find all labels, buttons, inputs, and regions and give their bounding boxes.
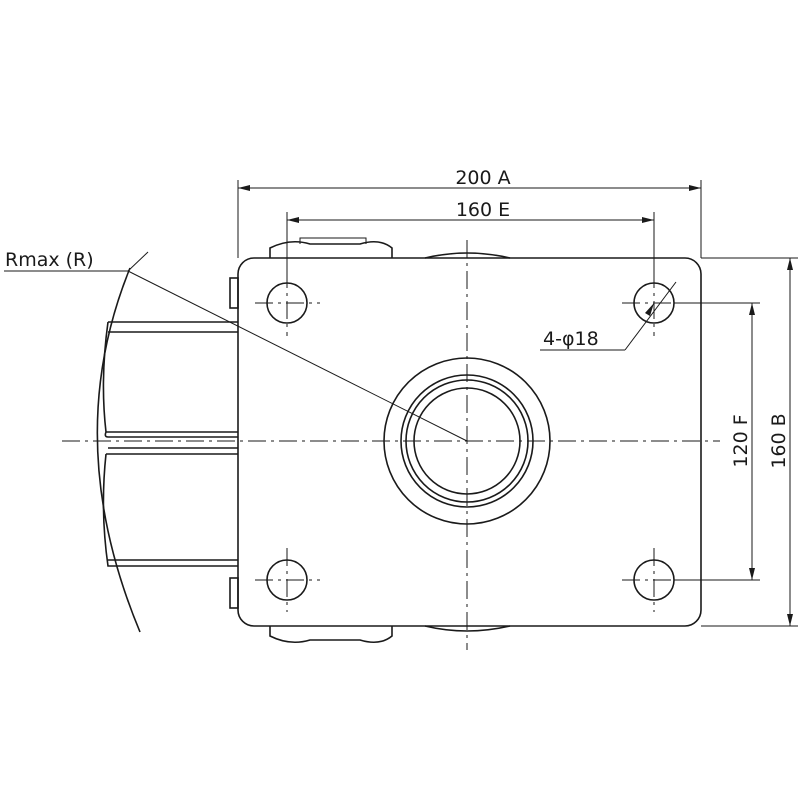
dim-label-overall-height: 160 B — [768, 413, 790, 468]
center-lines — [62, 240, 720, 650]
dim-label-hole-spacing-height: 120 F — [730, 414, 752, 467]
dimension-160-e: 160 E — [286, 199, 655, 283]
dimension-120-f: 120 F — [674, 302, 760, 581]
radius-label: Rmax (R) — [5, 249, 94, 271]
hole-callout: 4-φ18 — [540, 281, 677, 351]
dim-label-overall-width: 200 A — [455, 167, 510, 189]
wheel-outline — [96, 267, 238, 633]
dimension-160-b: 160 B — [701, 257, 798, 627]
mounting-holes — [255, 270, 686, 612]
mounting-plate — [229, 237, 702, 644]
dimension-200-a: 200 A — [237, 167, 702, 258]
mounting-hole-bottom-left — [255, 548, 320, 612]
radius-leader: Rmax (R) — [4, 249, 468, 442]
hole-callout-label: 4-φ18 — [543, 328, 599, 350]
kingpin-boss — [383, 357, 551, 525]
dim-label-hole-spacing-width: 160 E — [456, 199, 510, 221]
